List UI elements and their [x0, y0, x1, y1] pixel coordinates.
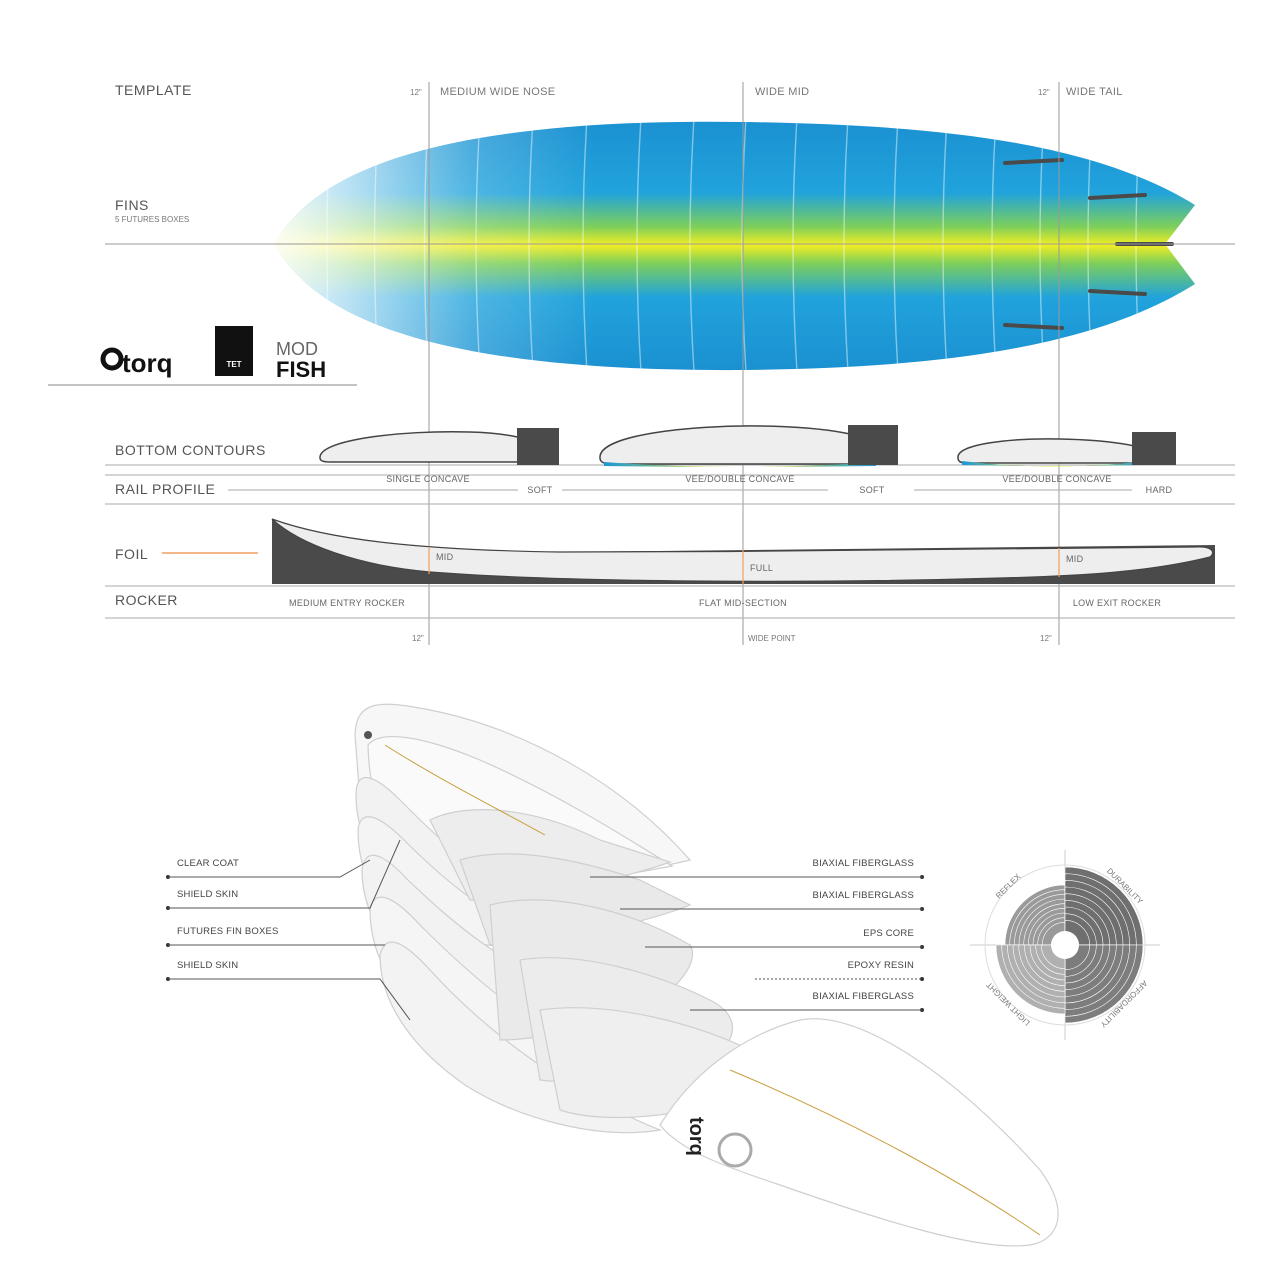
- tet-badge: [215, 326, 253, 376]
- rocker-tail: LOW EXIT ROCKER: [1073, 598, 1162, 608]
- left-label-text: SHIELD SKIN: [177, 889, 238, 900]
- left-label-text: SHIELD SKIN: [177, 960, 238, 971]
- left-labels: CLEAR COAT SHIELD SKIN FUTURES FIN BOXES SH…: [166, 839, 411, 1021]
- right-label-text: BIAXIAL FIBERGLASS: [813, 991, 914, 1002]
- section-foil: FOIL: [115, 546, 148, 562]
- header-tail-distance: 12": [1038, 88, 1050, 97]
- rating-label-reflex: REFLEX: [994, 872, 1023, 901]
- section-bottom-contours: BOTTOM CONTOURS: [115, 442, 266, 458]
- header-nose: MEDIUM WIDE NOSE: [440, 86, 555, 98]
- tet-badge-label: TET: [226, 360, 241, 369]
- left-label-text: FUTURES FIN BOXES: [177, 926, 279, 937]
- rail-tail: HARD: [1146, 485, 1173, 495]
- leash-plug-icon: [364, 731, 372, 739]
- brand-block: torq TET MOD FISH: [48, 326, 357, 386]
- right-label-1: BIAXIAL FIBERGLASS: [620, 890, 924, 911]
- contour-nose: SINGLE CONCAVE: [386, 474, 470, 484]
- torq-logo-icon: [100, 347, 124, 371]
- right-label-0: BIAXIAL FIBERGLASS: [590, 858, 924, 879]
- section-template: TEMPLATE: [115, 82, 192, 98]
- rail-mid: SOFT: [859, 485, 884, 495]
- left-label-2: FUTURES FIN BOXES: [166, 926, 385, 947]
- svg-text:torq: torq: [685, 1117, 707, 1156]
- left-label-0: CLEAR COAT: [166, 858, 371, 879]
- section-rocker: ROCKER: [115, 592, 178, 608]
- section-fins: FINS: [115, 197, 149, 213]
- marker-mid: WIDE POINT: [748, 634, 796, 643]
- rocker-mid: FLAT MID-SECTION: [699, 598, 787, 608]
- left-label-3: SHIELD SKIN: [166, 960, 411, 1021]
- right-label-3: EPOXY RESIN: [755, 960, 924, 981]
- foil-mid: FULL: [750, 563, 773, 573]
- right-label-dot: [920, 977, 924, 981]
- foil-markers: [428, 548, 1060, 584]
- rating-wheel: [970, 850, 1160, 1040]
- bottom-contours: [105, 425, 1235, 476]
- header-nose-distance: 12": [410, 88, 422, 97]
- deck-logo-circle-icon: [717, 1132, 753, 1168]
- right-label-text: BIAXIAL FIBERGLASS: [813, 858, 914, 869]
- foil-nose: MID: [436, 552, 454, 562]
- right-label-text: EPOXY RESIN: [848, 960, 914, 971]
- model-line-1: MOD: [276, 339, 318, 359]
- contour-tail: VEE/DOUBLE CONCAVE: [1002, 474, 1111, 484]
- marker-tail: 12": [1040, 634, 1052, 643]
- model-line-2: FISH: [276, 357, 326, 382]
- header-tail: WIDE TAIL: [1066, 86, 1123, 98]
- rocker-nose: MEDIUM ENTRY ROCKER: [289, 598, 405, 608]
- header-mid: WIDE MID: [755, 86, 809, 98]
- right-label-4: BIAXIAL FIBERGLASS: [690, 991, 924, 1012]
- left-label-text: CLEAR COAT: [177, 858, 239, 869]
- section-fins-sub: 5 FUTURES BOXES: [115, 215, 189, 224]
- right-labels: BIAXIAL FIBERGLASS BIAXIAL FIBERGLASS EPS …: [590, 858, 924, 1012]
- brand-logo: torq: [122, 348, 173, 378]
- marker-nose: 12": [412, 634, 424, 643]
- board-template: [275, 121, 1195, 371]
- right-label-text: EPS CORE: [863, 928, 914, 939]
- foil-tail: MID: [1066, 554, 1084, 564]
- right-label-text: BIAXIAL FIBERGLASS: [813, 890, 914, 901]
- left-label-1: SHIELD SKIN: [166, 839, 401, 910]
- construction-layers: [354, 703, 1059, 1247]
- contour-mid: VEE/DOUBLE CONCAVE: [685, 474, 794, 484]
- section-rail-profile: RAIL PROFILE: [115, 481, 215, 497]
- rail-nose: SOFT: [527, 485, 552, 495]
- right-label-2: EPS CORE: [645, 928, 924, 949]
- deck-logo: torq: [685, 1117, 707, 1156]
